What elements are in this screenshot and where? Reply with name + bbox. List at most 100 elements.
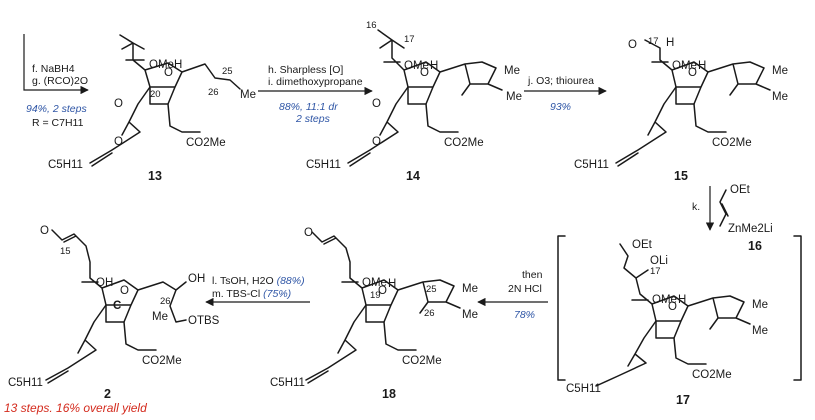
compound-18-number: 18 <box>382 387 396 401</box>
step-hi: h. Sharpless [O] i. dimethoxypropane 88%… <box>258 64 373 125</box>
c17-o-ring: O <box>668 301 677 313</box>
reagent-m-text: m. TBS-Cl <box>212 288 263 300</box>
c18-h: H <box>388 278 396 290</box>
compound-13: OMe H O 20 25 26 Me O O CO2Me C5H11 13 <box>48 34 256 183</box>
step-hcl: then 2N HCl 78% <box>477 269 548 321</box>
yield-hi-1: 88%, 11:1 dr <box>279 101 338 113</box>
c18-o-aldehyde: O <box>304 227 313 239</box>
c16-zn: ZnMe2Li <box>728 223 773 235</box>
c14-ome: OMe <box>404 60 429 72</box>
compound-13-number: 13 <box>148 169 162 183</box>
compound-15: O 17 H OMe H O Me Me CO2Me C5H11 15 <box>574 36 788 183</box>
c15-co2me: CO2Me <box>712 137 752 149</box>
c17-oli: OLi <box>650 255 668 267</box>
c18-c5h11: C5H11 <box>270 377 305 389</box>
step-k: k. OEt ZnMe2Li 16 <box>692 184 773 253</box>
c13-o-ring: O <box>164 67 173 79</box>
c18-label-25: 25 <box>426 284 437 295</box>
c14-o-ester: O <box>372 98 381 110</box>
bracket-left <box>557 235 566 381</box>
c15-ome: OMe <box>672 60 697 72</box>
c17-h: H <box>678 294 686 306</box>
c17-ome: OMe <box>652 294 677 306</box>
c14-me2: Me <box>506 91 522 103</box>
c2-label-26: 26 <box>160 296 171 307</box>
c17-co2me: CO2Me <box>692 369 732 381</box>
compound-14: 16 17 OMe H O Me Me O O CO2Me C5H11 14 <box>306 20 522 183</box>
c2-c5h11: C5H11 <box>8 377 43 389</box>
c2-otbs: OTBS <box>188 315 220 327</box>
c17-oet: OEt <box>632 239 653 251</box>
c13-label-25: 25 <box>222 66 233 77</box>
c18-ome: OMe <box>362 277 387 289</box>
c2-ring-label: C <box>113 300 121 312</box>
yield-hcl: 78% <box>514 309 535 321</box>
c17-me1: Me <box>752 299 768 311</box>
c17-label-17: 17 <box>650 266 661 277</box>
hcl-line1: then <box>522 269 543 281</box>
compound-18: O OMe 19 H O 25 26 Me Me CO2Me C5H11 18 <box>270 227 478 401</box>
yield-j: 93% <box>550 101 571 113</box>
c18-me1: Me <box>462 283 478 295</box>
compound-2: O 15 OH O C OH 26 Me OTBS CO2Me C5H11 2 <box>8 225 220 401</box>
c17-c5h11: C5H11 <box>566 383 601 395</box>
c15-c5h11: C5H11 <box>574 159 609 171</box>
reagent-h: h. Sharpless [O] <box>268 64 343 76</box>
c13-c5h11: C5H11 <box>48 159 83 171</box>
c14-label-16: 16 <box>366 20 377 31</box>
c13-h: H <box>174 59 182 71</box>
compound-14-number: 14 <box>406 169 420 183</box>
compound-16-number: 16 <box>748 239 762 253</box>
c18-label-19: 19 <box>370 290 381 301</box>
reagent-f: f. NaBH4 <box>32 63 75 75</box>
c18-co2me: CO2Me <box>402 355 442 367</box>
c15-o-ring: O <box>688 67 697 79</box>
c2-o-aldehyde: O <box>40 225 49 237</box>
c2-o-ring: O <box>120 285 129 297</box>
c2-oh-ring: OH <box>96 277 113 289</box>
reagent-l-text: l. TsOH, H2O <box>212 275 277 287</box>
c2-oh-side: OH <box>188 273 205 285</box>
c17-me2: Me <box>752 325 768 337</box>
arrow-fg <box>23 34 89 95</box>
c15-me2: Me <box>772 91 788 103</box>
c14-c5h11: C5H11 <box>306 159 341 171</box>
reagent-j: j. O3; thiourea <box>527 75 594 87</box>
yield-m: (75%) <box>263 288 291 300</box>
c18-label-26: 26 <box>424 308 435 319</box>
c13-o-ester: O <box>114 98 123 110</box>
compound-15-number: 15 <box>674 169 688 183</box>
compound-17: OEt 17 OLi OMe H O Me Me CO2Me C5H11 17 <box>557 235 802 407</box>
c14-label-17: 17 <box>404 34 415 45</box>
c2-me: Me <box>152 311 168 323</box>
bracket-right <box>793 235 802 381</box>
reagent-i: i. dimethoxypropane <box>268 76 363 88</box>
c13-label-20: 20 <box>150 89 161 100</box>
step-fg: f. NaBH4 g. (RCO)2O 94%, 2 steps R = C7H… <box>23 34 89 129</box>
reagent-g: g. (RCO)2O <box>32 75 88 87</box>
step-j: j. O3; thiourea 93% <box>524 75 607 113</box>
c18-me2: Me <box>462 309 478 321</box>
reagent-k: k. <box>692 201 700 213</box>
compound-16: OEt ZnMe2Li 16 <box>719 184 773 253</box>
c2-label-15: 15 <box>60 246 71 257</box>
reagent-l: l. TsOH, H2O (88%) <box>212 275 305 287</box>
c15-me1: Me <box>772 65 788 77</box>
c13-o-carbonyl: O <box>114 136 123 148</box>
compound-2-number: 2 <box>104 387 111 401</box>
yield-hi-2: 2 steps <box>295 113 331 125</box>
summary-text: 13 steps. 16% overall yield <box>4 401 147 415</box>
c13-me: Me <box>240 89 256 101</box>
c13-ome: OMe <box>149 59 174 71</box>
c13-co2me: CO2Me <box>186 137 226 149</box>
c13-label-26: 26 <box>208 87 219 98</box>
c15-o-aldehyde: O <box>628 39 637 51</box>
step-lm: l. TsOH, H2O (88%) m. TBS-Cl (75%) <box>205 275 310 307</box>
compound-17-number: 17 <box>676 393 690 407</box>
c14-o-ring: O <box>420 67 429 79</box>
yield-fg: 94%, 2 steps <box>26 103 87 115</box>
c15-h-aldehyde: H <box>666 37 674 49</box>
c14-co2me: CO2Me <box>444 137 484 149</box>
c15-h: H <box>698 60 706 72</box>
